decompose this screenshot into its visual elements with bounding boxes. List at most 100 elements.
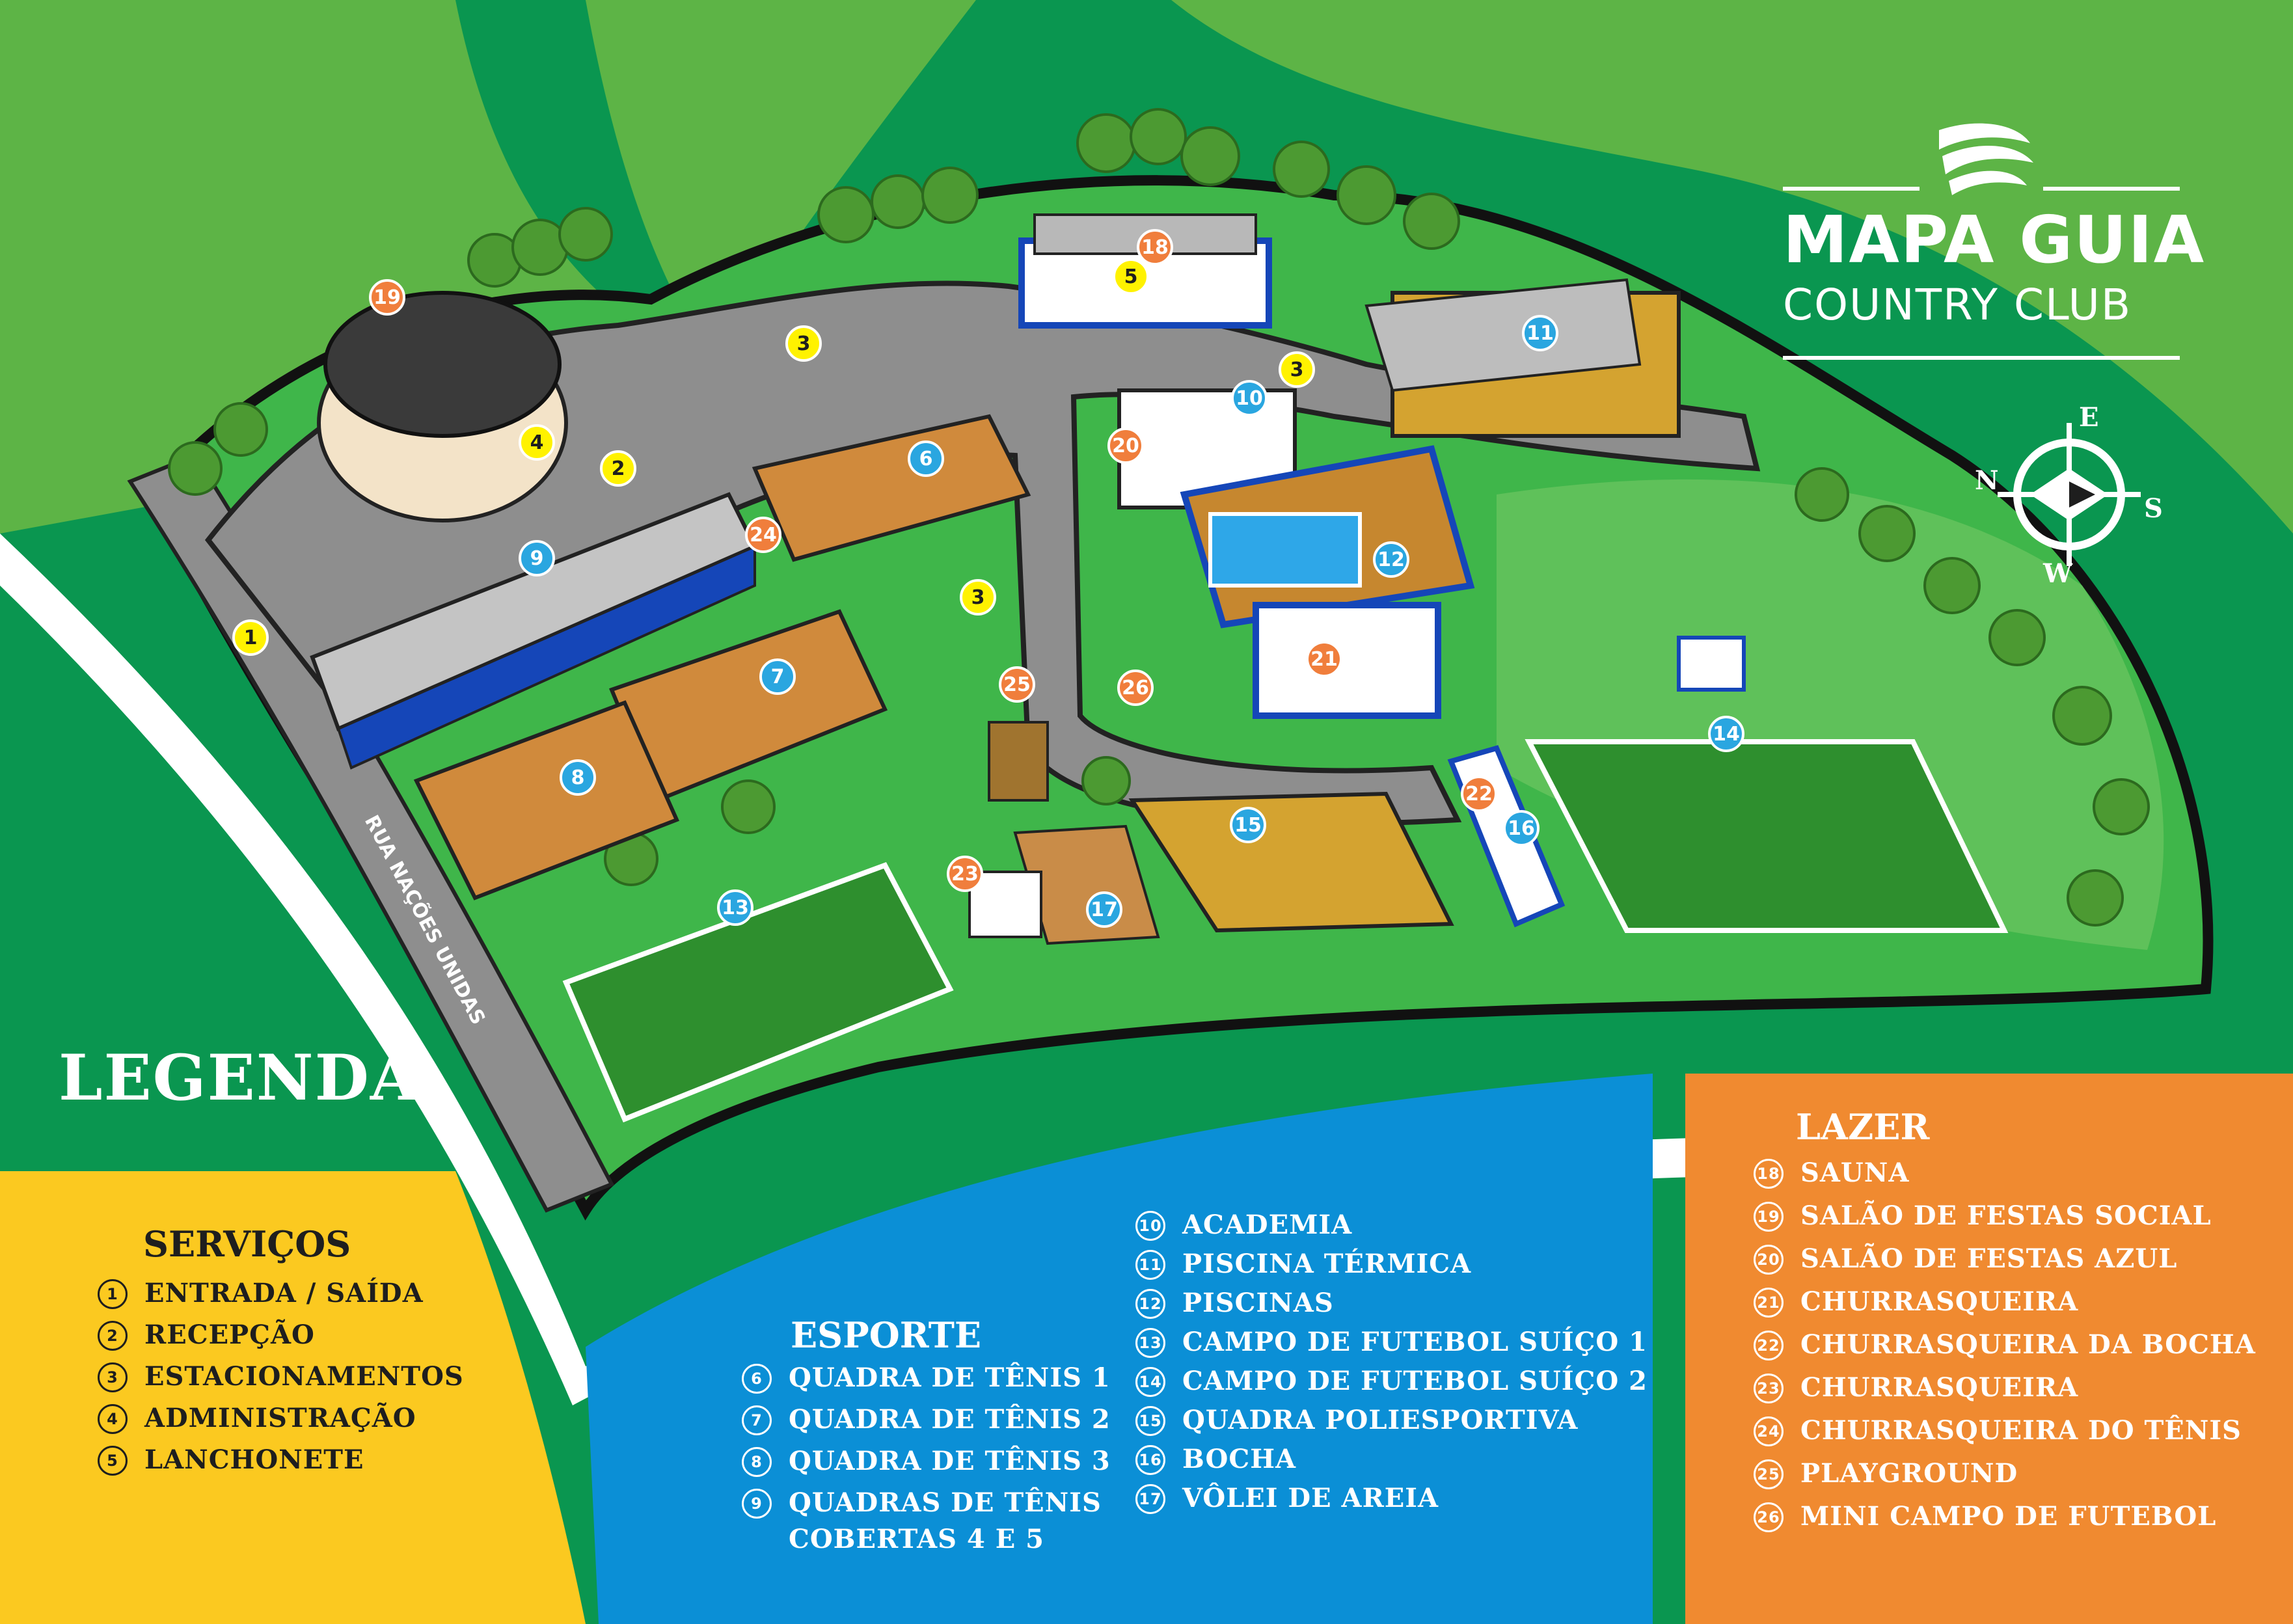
- legend-item: 23 CHURRASQUEIRA: [1754, 1370, 2256, 1413]
- map-marker-circle: [1279, 351, 1315, 388]
- map-marker-circle: [519, 540, 555, 576]
- map-marker-number: 7: [771, 666, 785, 688]
- legend-number: 23: [1754, 1374, 1784, 1403]
- panel-esporte: [586, 1074, 1653, 1624]
- legend-label: RECEPÇÃO: [144, 1320, 315, 1350]
- soccer-field-13: [562, 862, 954, 1123]
- map-marker-3: 3: [960, 579, 996, 616]
- map-marker-number: 9: [530, 547, 544, 570]
- map-marker-26: 26: [1117, 670, 1154, 706]
- compass-rose-icon: [1998, 423, 2141, 566]
- tennis-court-6: [752, 414, 1031, 562]
- map-marker-number: 19: [373, 286, 401, 309]
- panel-lazer: [1685, 1074, 2293, 1624]
- map-marker-7: 7: [759, 658, 796, 695]
- legend-number: 14: [1135, 1367, 1165, 1397]
- legend-label: ESTACIONAMENTOS: [144, 1361, 464, 1392]
- lazer-heading: LAZER: [1796, 1106, 1930, 1148]
- map-marker-4: 4: [519, 424, 555, 461]
- map-marker-circle: [960, 579, 996, 616]
- map-marker-circle: [1107, 427, 1144, 464]
- map-marker-circle: [1461, 776, 1497, 812]
- map-marker-number: 14: [1713, 723, 1740, 746]
- legend-number: 13: [1135, 1328, 1165, 1358]
- map-marker-circle: [908, 440, 944, 477]
- map-marker-circle: [1503, 810, 1540, 846]
- map-marker-20: 20: [1107, 427, 1144, 464]
- map-marker-circle: [232, 619, 269, 656]
- map-marker-number: 2: [612, 457, 625, 480]
- map-marker-3: 3: [785, 325, 822, 362]
- legend-number: 19: [1754, 1202, 1784, 1232]
- legend-label: CAMPO DE FUTEBOL SUÍÇO 2: [1182, 1366, 1648, 1396]
- map-marker-number: 13: [722, 897, 749, 919]
- legend-number: 24: [1754, 1416, 1784, 1446]
- map-marker-number: 25: [1003, 673, 1031, 696]
- legend-label: QUADRA DE TÊNIS 2: [789, 1404, 1111, 1435]
- map-marker-number: 22: [1465, 783, 1493, 805]
- map-marker-3: 3: [1279, 351, 1315, 388]
- map-marker-number: 6: [919, 448, 933, 470]
- legend-label: PISCINA TÉRMICA: [1182, 1249, 1472, 1279]
- map-marker-number: 8: [571, 766, 585, 789]
- legend-number: 5: [98, 1446, 128, 1476]
- compass-s: S: [2144, 493, 2163, 524]
- title-line2: COUNTRY CLUB: [1783, 280, 2132, 330]
- compass-n: N: [1975, 465, 1999, 496]
- legend-number: 8: [742, 1447, 772, 1477]
- legend-label: BOCHA: [1182, 1444, 1297, 1474]
- gazebo: [1677, 636, 1746, 692]
- map-marker-circle: [947, 856, 983, 892]
- map-marker-10: 10: [1231, 380, 1268, 416]
- map-marker-number: 17: [1091, 899, 1118, 921]
- map-marker-19: 19: [369, 279, 405, 316]
- legend-label: ADMINISTRAÇÃO: [144, 1403, 416, 1433]
- map-marker-number: 26: [1122, 677, 1149, 699]
- tennis-court-8: [413, 700, 680, 900]
- map-marker-number: 16: [1508, 817, 1535, 840]
- legend-item: 19 SALÃO DE FESTAS SOCIAL: [1754, 1198, 2256, 1241]
- map-marker-18: 18: [1137, 229, 1173, 265]
- servicos-heading: SERVIÇOS: [143, 1223, 351, 1265]
- map-marker-12: 12: [1373, 541, 1409, 578]
- map-marker-16: 16: [1503, 810, 1540, 846]
- map-marker-circle: [1373, 541, 1409, 578]
- map-marker-number: 24: [750, 524, 777, 547]
- building-covered-tennis-wall: [336, 544, 756, 770]
- map-marker-9: 9: [519, 540, 555, 576]
- map-marker-17: 17: [1086, 891, 1122, 928]
- legend-label-line2: COBERTAS 4 E 5: [789, 1524, 1044, 1554]
- map-marker-25: 25: [999, 666, 1035, 703]
- map-marker-number: 20: [1112, 435, 1139, 457]
- legend-number: 16: [1135, 1445, 1165, 1475]
- legend-label: SALÃO DE FESTAS SOCIAL: [1800, 1200, 2212, 1231]
- legend-label: ENTRADA / SAÍDA: [144, 1278, 424, 1308]
- legend-label: CHURRASQUEIRA: [1800, 1372, 2079, 1403]
- map-title: MAPA GUIA COUNTRY CLUB: [1783, 117, 2204, 377]
- map-marker-circle: [1137, 229, 1173, 265]
- map-marker-circle: [1113, 258, 1149, 295]
- map-marker-number: 5: [1124, 265, 1138, 288]
- map-marker-number: 21: [1310, 648, 1338, 671]
- legend-label: QUADRA DE TÊNIS 1: [789, 1362, 1111, 1393]
- map-marker-circle: [369, 279, 405, 316]
- panel-servicos: [0, 1171, 586, 1624]
- map-marker-circle: [745, 517, 781, 553]
- sports-court-15: [1128, 791, 1454, 933]
- legend-label: QUADRAS DE TÊNIS: [789, 1487, 1102, 1518]
- map-marker-2: 2: [600, 450, 636, 487]
- building-churrasqueira-21: [1253, 602, 1441, 719]
